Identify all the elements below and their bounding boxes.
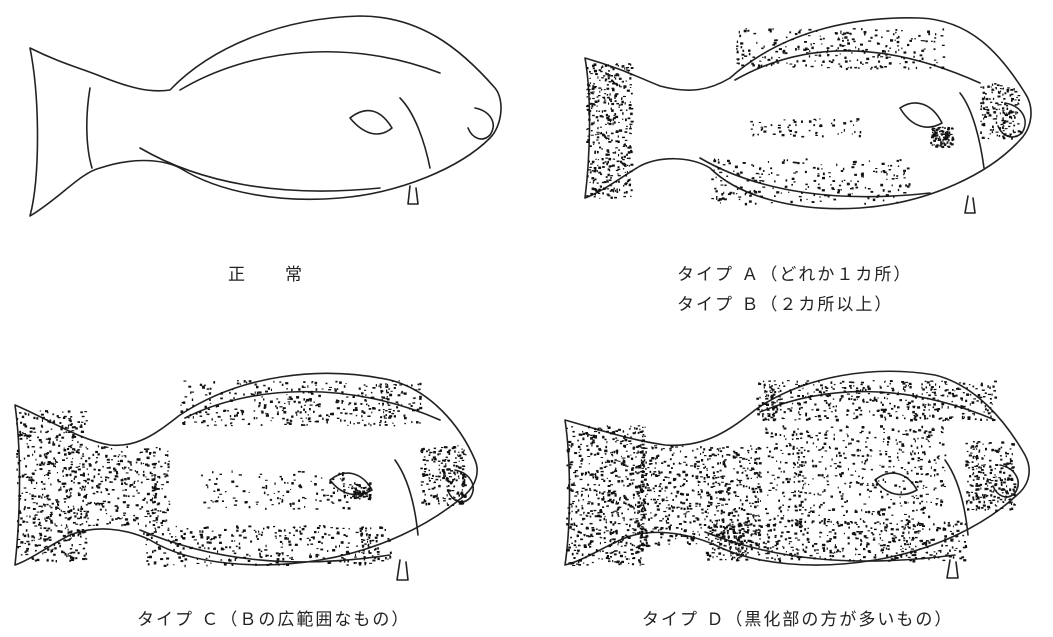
dorsal-fin-line — [185, 392, 440, 420]
fish-outline — [15, 373, 477, 565]
fish-type-c-illustration — [0, 360, 520, 600]
caption-type-c: タイプ Ｃ（Ｂの広範囲なもの） — [137, 605, 410, 630]
panel-normal: 正 常 — [20, 8, 520, 308]
pectoral-fin — [330, 473, 372, 494]
mouth — [448, 470, 473, 502]
fish-type-d-illustration — [555, 360, 1053, 600]
pectoral-fin — [900, 103, 942, 127]
gill-line — [400, 98, 430, 168]
fish-outline — [30, 16, 501, 216]
panel-type-a-b: タイプ Ａ（どれか１カ所） タイプ Ｂ（２カ所以上） — [560, 8, 1050, 318]
tail-joint-line — [87, 88, 92, 168]
caption-normal: 正 常 — [228, 260, 304, 285]
dorsal-fin-line — [760, 392, 995, 420]
pelvic-fin — [965, 196, 975, 213]
panel-type-d: タイプ Ｄ（黒化部の方が多いもの） — [555, 360, 1053, 637]
fish-normal-illustration — [20, 8, 520, 238]
gill-line — [960, 93, 984, 168]
gill-line — [395, 460, 418, 535]
pelvic-fin — [947, 560, 958, 578]
pelvic-fin — [408, 186, 418, 204]
pectoral-fin — [350, 111, 392, 134]
anal-fin-line — [140, 148, 380, 191]
panel-type-c: タイプ Ｃ（Ｂの広範囲なもの） — [0, 360, 520, 637]
fish-type-ab-illustration — [560, 8, 1050, 238]
pelvic-fin — [397, 560, 408, 580]
dark-pigment-patches — [16, 380, 467, 567]
mouth — [468, 108, 493, 139]
caption-type-a: タイプ Ａ（どれか１カ所） — [677, 260, 912, 285]
fish-outline — [585, 18, 1031, 209]
caption-type-d: タイプ Ｄ（黒化部の方が多いもの） — [642, 605, 953, 630]
anal-fin-line — [700, 158, 930, 197]
dorsal-fin-line — [180, 52, 440, 90]
caption-type-b: タイプ Ｂ（２カ所以上） — [677, 290, 893, 315]
